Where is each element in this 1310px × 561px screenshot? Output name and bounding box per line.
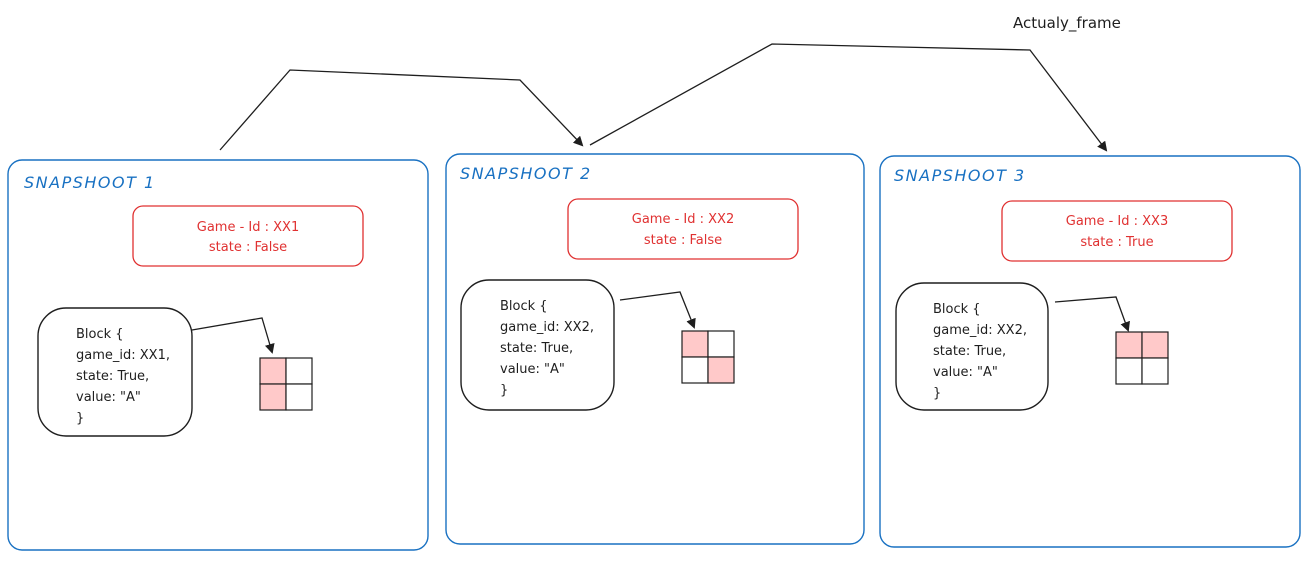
snapshot-3-block-open: Block { — [933, 302, 981, 317]
snapshot-1: SNAPSHOOT 1 Game - Id : XX1 state : Fals… — [7, 159, 429, 551]
snapshot-3-title: SNAPSHOOT 3 — [894, 166, 1026, 185]
snapshot-3-meta-box — [1001, 200, 1233, 262]
snapshot-2-meta-box — [567, 198, 799, 260]
snapshot-1-block-game-id: game_id: XX1, — [76, 348, 170, 363]
snapshot-2: SNAPSHOOT 2 Game - Id : XX2 state : Fals… — [445, 153, 865, 545]
snapshot-3-block-box — [895, 282, 1049, 411]
snapshot-2-grid — [681, 330, 735, 384]
snapshot-2-block-open: Block { — [500, 299, 548, 314]
snapshot-1-block-state: state: True, — [76, 369, 149, 384]
snapshot-1-title: SNAPSHOOT 1 — [24, 173, 156, 192]
arrow-snapshot2-to-snapshot3 — [589, 43, 1108, 152]
snapshot-1-block-box — [37, 307, 193, 437]
actualy-frame-label: Actualy_frame — [1013, 14, 1121, 33]
snapshot-1-grid-cell-r0c0 — [259, 357, 287, 385]
snapshot-1-grid-cell-r0c1 — [285, 357, 313, 385]
snapshot-1-block-close: } — [76, 411, 84, 426]
snapshot-2-grid-cell-r1c1 — [707, 356, 735, 384]
snapshot-1-grid-cell-r1c0 — [259, 383, 287, 411]
snapshot-3-frame — [879, 155, 1301, 548]
snapshot-3-game-id: Game - Id : XX3 — [1066, 214, 1168, 229]
arrow-snapshot1-to-snapshot2 — [219, 69, 584, 151]
snapshot-2-block-box — [460, 279, 615, 411]
snapshot-1-block-value: value: "A" — [76, 390, 141, 405]
snapshot-2-grid-cell-r1c0 — [681, 356, 709, 384]
snapshot-2-state: state : False — [644, 233, 722, 248]
snapshot-1-grid — [259, 357, 313, 411]
snapshot-2-title: SNAPSHOOT 2 — [460, 164, 592, 183]
snapshot-3-block-game-id: game_id: XX2, — [933, 323, 1027, 338]
snapshot-2-block-arrow — [619, 291, 696, 329]
snapshot-3-state: state : True — [1080, 235, 1153, 250]
snapshot-3-block-state: state: True, — [933, 344, 1006, 359]
snapshot-3-grid-cell-r0c1 — [1141, 331, 1169, 359]
snapshot-1-game-id: Game - Id : XX1 — [197, 220, 299, 235]
snapshot-3-grid-cell-r0c0 — [1115, 331, 1143, 359]
snapshot-3: SNAPSHOOT 3 Game - Id : XX3 state : True… — [879, 155, 1301, 548]
snapshot-3-grid-cell-r1c1 — [1141, 357, 1169, 385]
snapshot-1-grid-cell-r1c1 — [285, 383, 313, 411]
snapshot-2-block-close: } — [500, 383, 508, 398]
snapshot-1-frame — [7, 159, 429, 551]
snapshot-2-grid-cell-r0c1 — [707, 330, 735, 358]
snapshot-1-block-open: Block { — [76, 327, 124, 342]
snapshot-2-game-id: Game - Id : XX2 — [632, 212, 734, 227]
snapshot-3-block-arrow — [1054, 296, 1130, 332]
snapshot-2-grid-cell-r0c0 — [681, 330, 709, 358]
snapshot-2-frame — [445, 153, 865, 545]
snapshot-3-block-close: } — [933, 386, 941, 401]
snapshot-2-block-state: state: True, — [500, 341, 573, 356]
snapshot-3-block-value: value: "A" — [933, 365, 998, 380]
snapshot-1-block-arrow — [191, 317, 275, 354]
snapshot-2-block-game-id: game_id: XX2, — [500, 320, 594, 335]
snapshot-3-grid — [1115, 331, 1169, 385]
snapshot-1-meta-box — [132, 205, 364, 267]
snapshot-2-block-value: value: "A" — [500, 362, 565, 377]
snapshot-1-state: state : False — [209, 240, 287, 255]
snapshot-3-grid-cell-r1c0 — [1115, 357, 1143, 385]
